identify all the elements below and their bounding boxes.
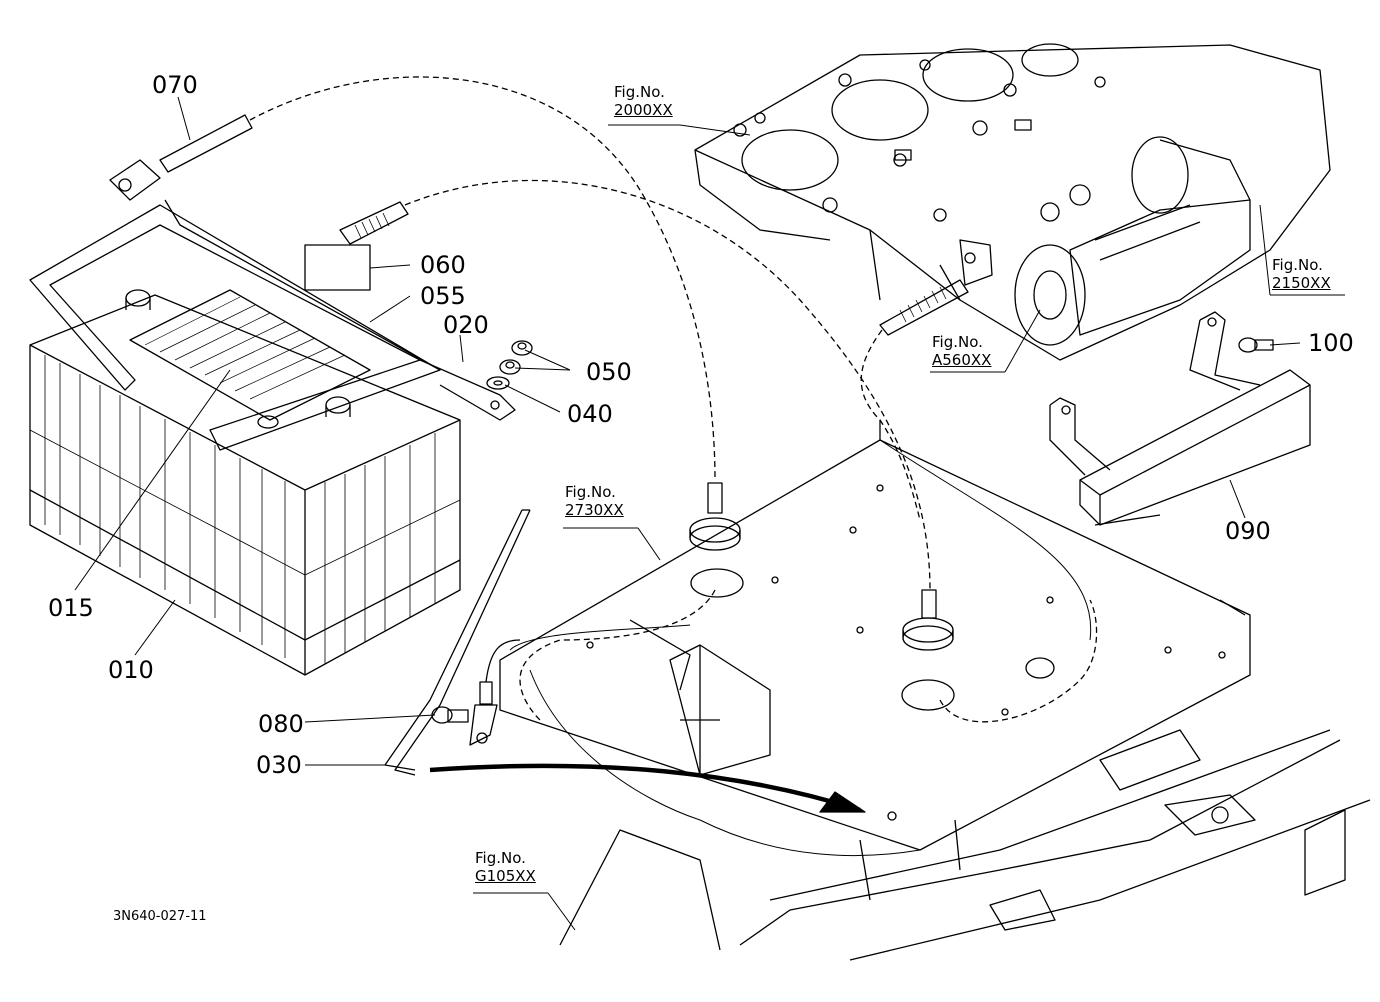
part-label-090: 090 — [1225, 517, 1271, 545]
diagram-code: 3N640-027-11 — [113, 909, 207, 924]
part-label-020: 020 — [443, 311, 489, 339]
fig-ref-2000xx-number: 2000XX — [614, 101, 673, 119]
fig-ref-2000xx: Fig.No. 2000XX — [614, 83, 673, 119]
starter-motor — [1014, 136, 1251, 346]
fig-ref-a560xx-number: A560XX — [932, 351, 992, 369]
install-arrow — [429, 763, 866, 813]
plate-bracket — [629, 619, 771, 776]
part-label-060: 060 — [420, 251, 466, 279]
part-label-030: 030 — [256, 751, 302, 779]
grommet-right — [901, 589, 955, 711]
engine-block — [694, 43, 1331, 361]
cable-070 — [109, 76, 716, 481]
fig-ref-2150xx-number: 2150XX — [1272, 274, 1331, 292]
nut-050 — [499, 340, 533, 375]
mounting-plate — [499, 420, 1251, 857]
part-label-010: 010 — [108, 656, 154, 684]
part-label-070: 070 — [152, 71, 198, 99]
fig-ref-a560xx: Fig.No. A560XX — [932, 333, 991, 369]
part-label-080: 080 — [258, 710, 304, 738]
hidden-outline — [519, 589, 1098, 723]
fig-ref-2730xx: Fig.No. 2730XX — [565, 483, 624, 519]
fig-ref-2730xx-number: 2730XX — [565, 501, 624, 519]
fig-ref-2730xx-prefix: Fig.No. — [565, 483, 616, 501]
part-label-100: 100 — [1308, 329, 1354, 357]
part-label-015: 015 — [48, 594, 94, 622]
part-label-040: 040 — [567, 400, 613, 428]
fig-ref-2150xx: Fig.No. 2150XX — [1272, 256, 1331, 292]
engine-cable — [860, 239, 993, 521]
fig-ref-g105xx-number: G105XX — [475, 867, 536, 885]
part-label-055: 055 — [420, 282, 466, 310]
leader-lines — [74, 96, 1345, 931]
grommet-left — [689, 482, 744, 598]
fig-ref-a560xx-prefix: Fig.No. — [932, 333, 983, 351]
bolt-100 — [1238, 337, 1274, 353]
chassis-frame — [559, 729, 1371, 961]
starter-cover — [1049, 311, 1311, 526]
hold-down-rod — [384, 509, 531, 776]
battery-clamp — [29, 199, 516, 451]
washer-040 — [486, 376, 510, 390]
fig-ref-2000xx-prefix: Fig.No. — [614, 83, 665, 101]
fig-ref-g105xx: Fig.No. G105XX — [475, 849, 536, 885]
fig-ref-2150xx-prefix: Fig.No. — [1272, 256, 1323, 274]
battery — [29, 289, 461, 676]
fig-ref-g105xx-prefix: Fig.No. — [475, 849, 526, 867]
part-label-050: 050 — [586, 358, 632, 386]
ground-cable — [469, 639, 521, 746]
